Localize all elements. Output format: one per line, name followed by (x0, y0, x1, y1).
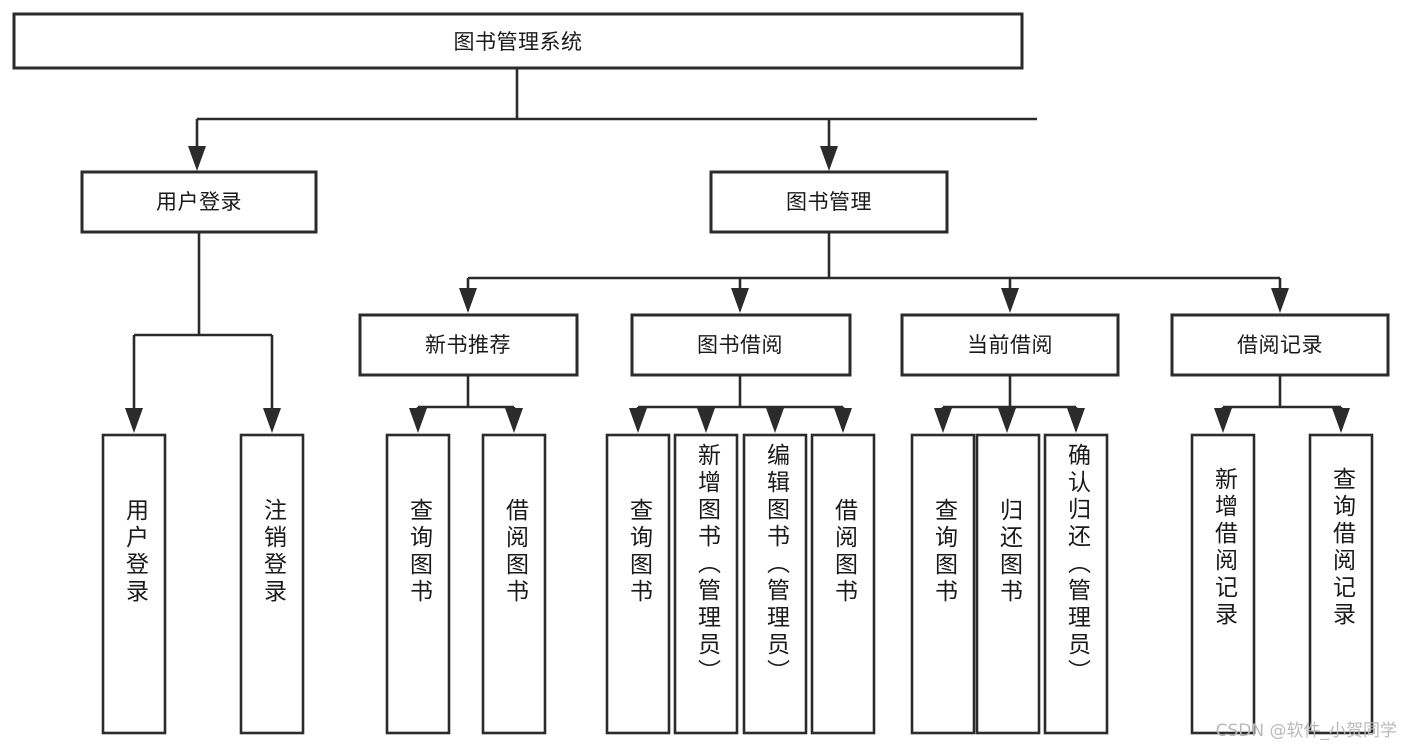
node-current-borrow[interactable]: 当前借阅 (900, 313, 1120, 377)
leaf-box-current-borrow-1[interactable] (975, 433, 1041, 735)
connector-currentborrow-to-leaves (934, 375, 1085, 433)
leaf-box-new-book-1[interactable] (481, 433, 547, 735)
node-borrow-record-label: 借阅记录 (1237, 333, 1323, 357)
leaf-box-book-borrow-3[interactable] (810, 433, 876, 735)
leaf-box-user-login-0[interactable] (101, 433, 167, 735)
node-book-borrow[interactable]: 图书借阅 (630, 313, 852, 377)
node-user-login-label: 用户登录 (156, 190, 242, 214)
leaf-box-borrow-record-1[interactable] (1308, 433, 1374, 735)
node-book-management-label: 图书管理 (786, 190, 872, 214)
leaf-box-book-borrow-1[interactable] (673, 433, 739, 735)
leaf-box-current-borrow-0[interactable] (910, 433, 976, 735)
leaf-box-new-book-0[interactable] (385, 433, 451, 735)
node-book-borrow-label: 图书借阅 (697, 333, 783, 357)
leaf-box-current-borrow-2[interactable] (1043, 433, 1109, 735)
connector-bookborrow-to-leaves (629, 375, 852, 433)
node-book-management[interactable]: 图书管理 (709, 170, 949, 234)
node-current-borrow-label: 当前借阅 (967, 333, 1053, 357)
node-borrow-record[interactable]: 借阅记录 (1170, 313, 1390, 377)
node-new-book-recommend-label: 新书推荐 (425, 333, 511, 357)
leaf-boxes (101, 433, 1374, 735)
connector-userlogin-to-leaves (125, 232, 281, 433)
leaf-box-book-borrow-0[interactable] (605, 433, 671, 735)
node-new-book-recommend[interactable]: 新书推荐 (358, 313, 579, 377)
leaf-box-borrow-record-0[interactable] (1190, 433, 1256, 735)
leaf-box-user-login-1[interactable] (239, 433, 305, 735)
connector-bookmgmt-to-level3 (459, 232, 1289, 313)
node-root-label: 图书管理系统 (454, 30, 583, 54)
node-root[interactable]: 图书管理系统 (12, 12, 1024, 70)
connector-borrowrecord-to-leaves (1214, 375, 1350, 433)
node-user-login[interactable]: 用户登录 (80, 170, 318, 234)
connector-root-to-level2 (188, 68, 1037, 171)
leaf-box-book-borrow-2[interactable] (742, 433, 808, 735)
connector-newbook-to-leaves (409, 375, 523, 433)
